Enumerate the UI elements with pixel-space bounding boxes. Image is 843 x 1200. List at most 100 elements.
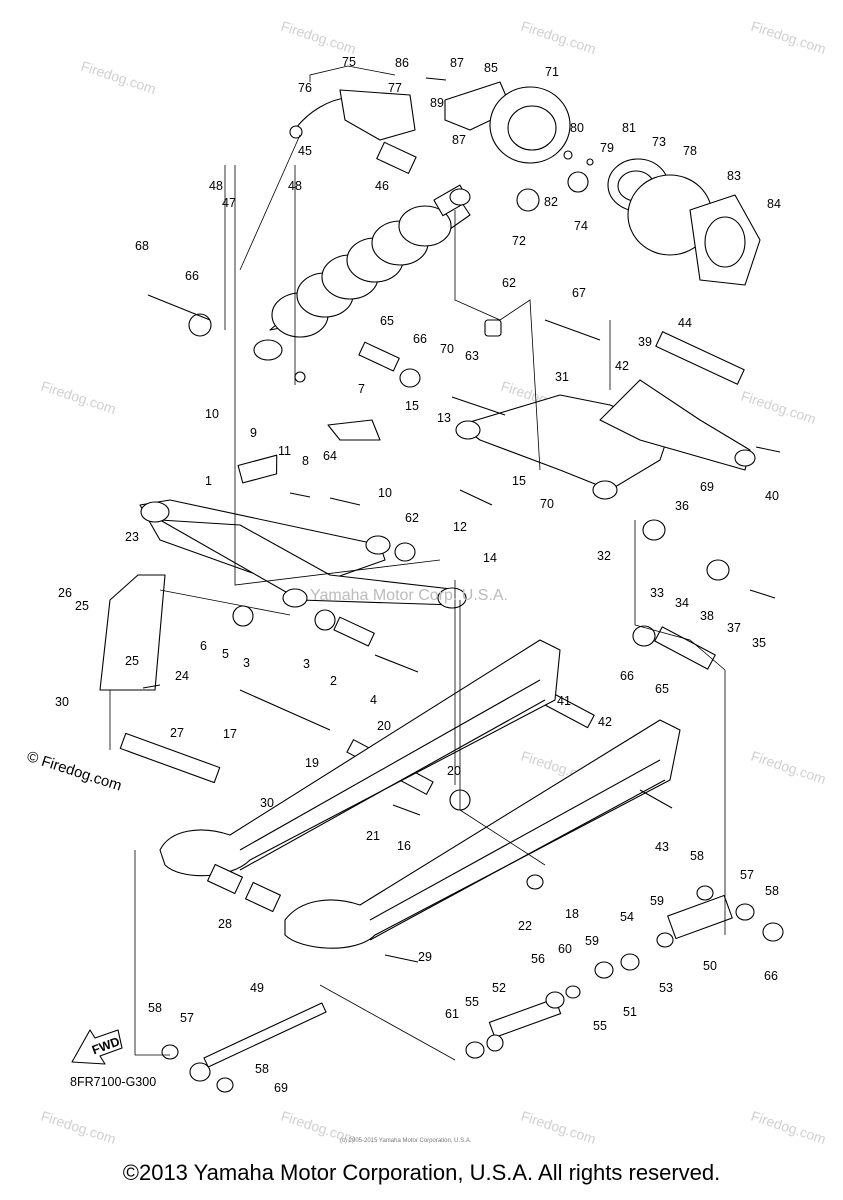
callout: 68 (135, 239, 149, 253)
callout: 58 (148, 1001, 162, 1015)
callout: 26 (58, 586, 72, 600)
callout: 70 (540, 497, 554, 511)
callout: 23 (125, 530, 139, 544)
center-watermark: Yamaha Motor Corp. U.S.A. (310, 587, 508, 604)
watermark: Firedog.com (39, 1108, 118, 1147)
callout: 11 (278, 444, 291, 458)
callout: 40 (765, 489, 779, 503)
watermark: Firedog.com (749, 1108, 828, 1147)
callout: 31 (555, 370, 569, 384)
callout: 76 (298, 81, 312, 95)
callout: 87 (450, 56, 464, 70)
callout: 65 (380, 314, 394, 328)
callout: 25 (125, 654, 139, 668)
leader-lines (109, 65, 726, 1061)
callout: 78 (683, 144, 697, 158)
callout: 54 (620, 910, 634, 924)
callout: 69 (274, 1081, 288, 1095)
callout: 48 (288, 179, 302, 193)
callout: 38 (700, 609, 714, 623)
callout: 13 (437, 411, 451, 425)
callout: 20 (377, 719, 391, 733)
callout: 1 (205, 474, 212, 488)
callout: 14 (483, 551, 497, 565)
callout: 50 (703, 959, 717, 973)
callout: 66 (620, 669, 634, 683)
callout: 15 (512, 474, 526, 488)
pulley-housing (444, 81, 761, 286)
watermark: Firedog.com (79, 58, 158, 97)
callout: 24 (175, 669, 189, 683)
callout: 52 (492, 981, 506, 995)
watermark: Firedog.com (739, 388, 818, 427)
callout: 22 (518, 919, 532, 933)
watermark: Firedog.com (749, 748, 828, 787)
callout: 48 (209, 179, 223, 193)
callout: 49 (250, 981, 264, 995)
callout: 62 (502, 276, 516, 290)
callout: 10 (378, 486, 392, 500)
callout: 36 (675, 499, 689, 513)
callout: 55 (593, 1019, 607, 1033)
callout: 9 (250, 426, 257, 440)
callout: 51 (623, 1005, 637, 1019)
callout: 71 (545, 65, 559, 79)
callout: 67 (572, 286, 586, 300)
callout: 34 (675, 596, 689, 610)
callout: 66 (764, 969, 778, 983)
callout: 42 (598, 715, 612, 729)
callout: 81 (622, 121, 636, 135)
callout: 25 (75, 599, 89, 613)
callout: 57 (180, 1011, 194, 1025)
callout: 39 (638, 335, 652, 349)
callout: 69 (700, 480, 714, 494)
callout: 45 (298, 144, 312, 158)
callout: 33 (650, 586, 664, 600)
callout: 53 (659, 981, 673, 995)
callout: 66 (413, 332, 427, 346)
callout: 58 (690, 849, 704, 863)
watermark: Firedog.com (749, 18, 828, 57)
callout: 32 (597, 549, 611, 563)
callout: 56 (531, 952, 545, 966)
callout: 19 (305, 756, 319, 770)
callout: 30 (260, 796, 274, 810)
callout: 85 (484, 61, 498, 75)
callout: 83 (727, 169, 741, 183)
diagram-code: 8FR7100-G300 (70, 1075, 157, 1089)
shock-absorber (253, 184, 471, 383)
callout: 17 (223, 727, 237, 741)
callout: 42 (615, 359, 629, 373)
bolts (142, 77, 781, 963)
callout: 73 (652, 135, 666, 149)
callout: 4 (370, 693, 377, 707)
callout: 70 (440, 342, 454, 356)
callout: 16 (397, 839, 411, 853)
callout: 6 (200, 639, 207, 653)
callout: 15 (405, 399, 419, 413)
callout: 57 (740, 868, 754, 882)
rear-arm (455, 379, 756, 500)
callout: 89 (430, 96, 444, 110)
callout: 61 (445, 1007, 459, 1021)
callout: 2 (330, 674, 337, 688)
watermark: Firedog.com (519, 1108, 598, 1147)
callout: 65 (655, 682, 669, 696)
callout: 44 (678, 316, 692, 330)
callout: 72 (512, 234, 526, 248)
callout: 21 (366, 829, 380, 843)
callout: 30 (55, 695, 69, 709)
callout: 18 (565, 907, 579, 921)
callout: 28 (218, 917, 232, 931)
callout: 58 (255, 1062, 269, 1076)
callout: 66 (185, 269, 199, 283)
callout: 84 (767, 197, 781, 211)
reservoir-assembly (239, 89, 417, 271)
callout: 59 (585, 934, 599, 948)
callout: 41 (557, 694, 571, 708)
callout: 20 (447, 764, 461, 778)
callout: 12 (453, 520, 467, 534)
callout: 79 (600, 141, 614, 155)
callout: 75 (342, 55, 356, 69)
callout: 5 (222, 647, 229, 661)
